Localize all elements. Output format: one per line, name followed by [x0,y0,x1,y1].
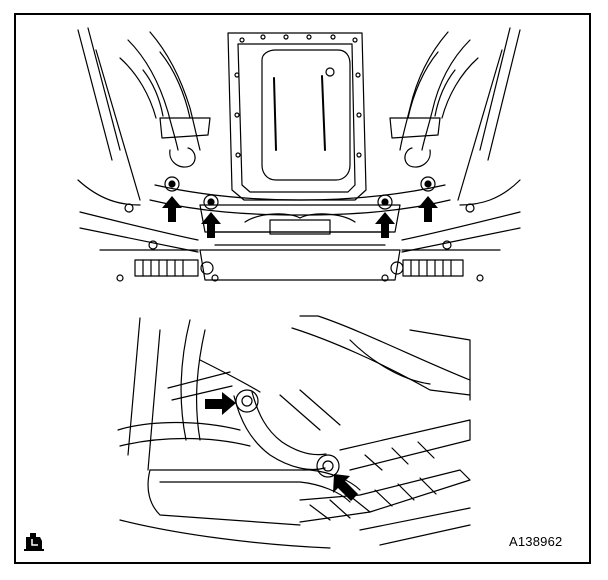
arrow-up-1 [162,196,182,222]
arrow-right-bracket [205,392,236,415]
oil-pan [227,32,367,201]
engine-manual-icon [24,531,46,551]
arrow-up-3 [375,212,395,238]
bolt-marker [203,194,219,210]
steering-boot-left [134,259,214,277]
arrow-up-2 [201,212,221,238]
bolt-marker [316,454,340,478]
exhaust-bracket-illustration [117,315,471,549]
steering-boot-right [390,259,464,277]
underbody-illustration [77,27,521,282]
bolt-marker [235,389,259,413]
crossmember [149,184,451,246]
figure-id: A138962 [509,534,563,549]
arrow-upleft-bracket [333,474,358,501]
exhaust-pipe-left [119,31,211,168]
bolt-marker [164,176,180,192]
figure-frame [14,13,591,564]
arrow-up-4 [418,196,438,222]
exhaust-pipe-right [389,31,479,168]
bolt-marker [420,176,436,192]
bolt-marker [377,194,393,210]
